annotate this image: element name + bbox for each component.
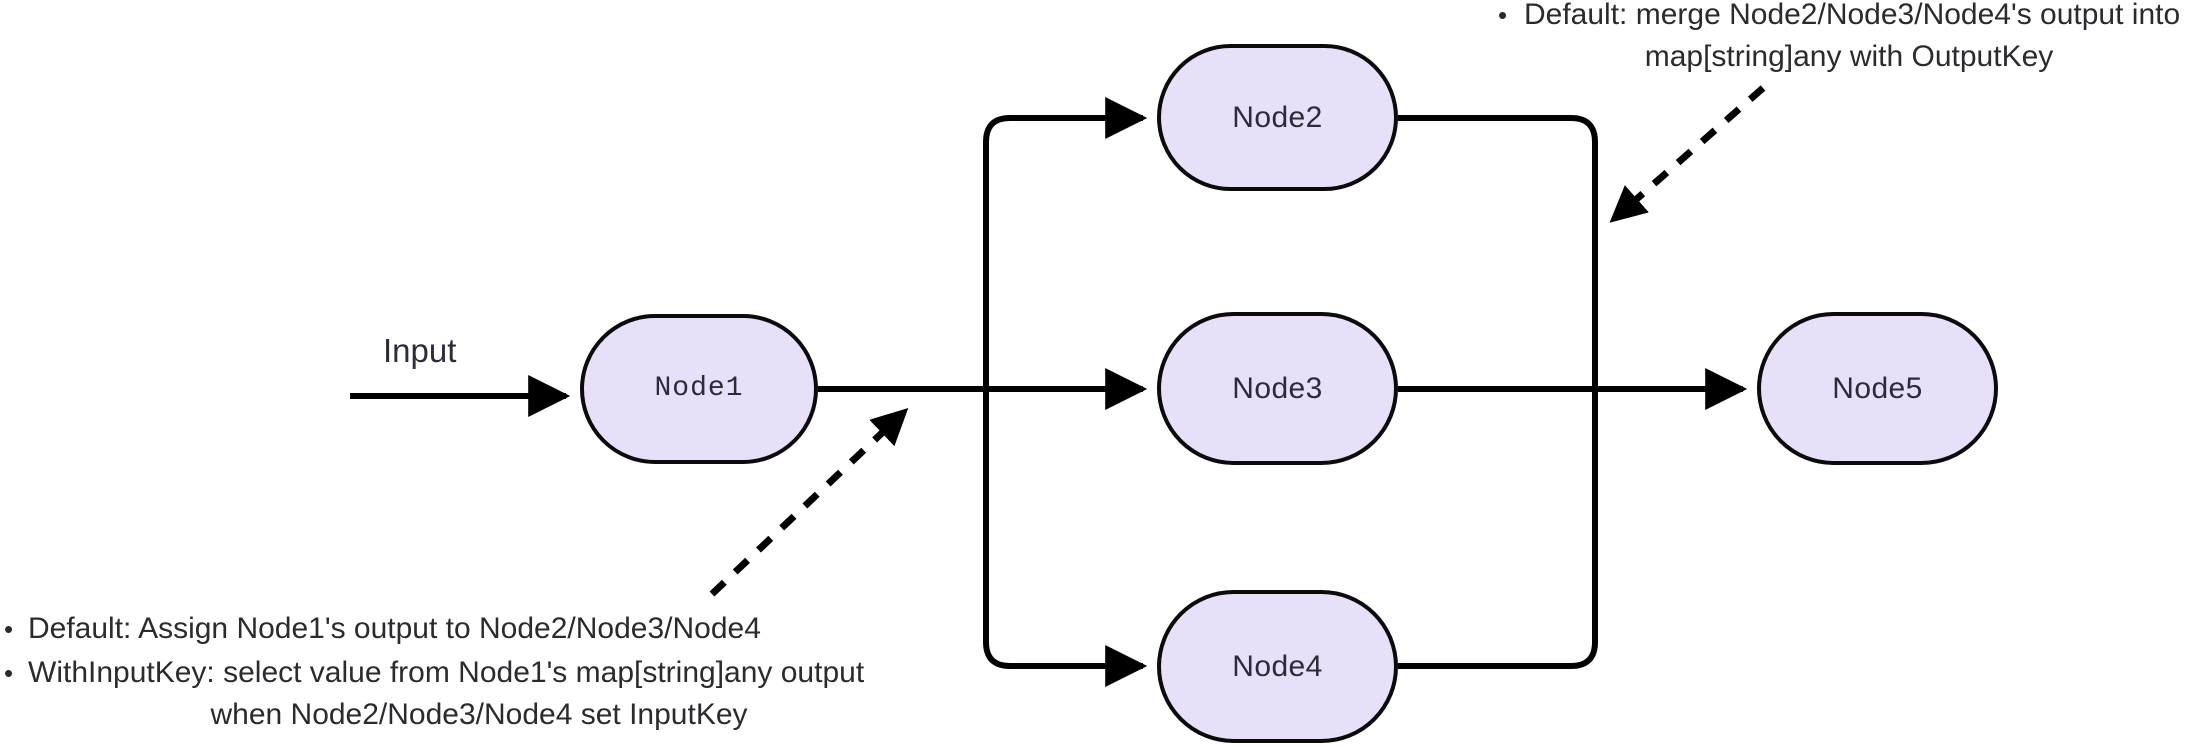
- edge-node4-to-merge: [1398, 389, 1598, 669]
- node-node1-label: Node1: [654, 373, 744, 404]
- edge-branch-to-node2: [983, 97, 1148, 389]
- node-node1[interactable]: Node1: [580, 314, 818, 464]
- node-node3[interactable]: Node3: [1157, 312, 1398, 465]
- annotation-output-key-line2: map[string]any with OutputKey: [1644, 40, 2054, 73]
- node-node3-label: Node3: [1232, 371, 1323, 405]
- annotation-output-key: • Default: merge Node2/Node3/Node4's out…: [1494, 0, 2194, 80]
- annotation-input-key-withinputkey-line1: WithInputKey: select value from Node1's …: [28, 656, 865, 689]
- annotation-input-key-item-withinputkey: • WithInputKey: select value from Node1'…: [0, 652, 900, 736]
- node-node2-label: Node2: [1232, 100, 1323, 134]
- annotation-output-key-item: • Default: merge Node2/Node3/Node4's out…: [1494, 0, 2194, 78]
- node-node5[interactable]: Node5: [1757, 312, 1998, 465]
- annotation-input-key-list: • Default: Assign Node1's output to Node…: [0, 608, 900, 736]
- annotation-input-key-default-line1: Default: Assign Node1's output to Node2/…: [28, 612, 761, 645]
- annotation-output-key-list: • Default: merge Node2/Node3/Node4's out…: [1494, 0, 2194, 78]
- input-edge-label: Input: [383, 332, 457, 369]
- node-node2[interactable]: Node2: [1157, 44, 1398, 191]
- node-node4-label: Node4: [1232, 649, 1323, 683]
- callout-arrow-merge: [1609, 85, 1766, 223]
- node-node4[interactable]: Node4: [1157, 590, 1398, 743]
- annotation-input-key-item-default: • Default: Assign Node1's output to Node…: [0, 608, 900, 650]
- edge-branch-to-node4: [983, 389, 1148, 687]
- node-node5-label: Node5: [1832, 371, 1923, 405]
- annotation-output-key-line1: Default: merge Node2/Node3/Node4's outpu…: [1524, 0, 2181, 31]
- annotation-input-key-withinputkey-line2: when Node2/Node3/Node4 set InputKey: [210, 698, 748, 731]
- bullet-icon: •: [4, 614, 14, 644]
- bullet-icon: •: [4, 658, 14, 688]
- bullet-icon: •: [1498, 0, 1508, 30]
- annotation-input-key: • Default: Assign Node1's output to Node…: [0, 608, 900, 738]
- edge-node2-to-merge: [1398, 115, 1598, 389]
